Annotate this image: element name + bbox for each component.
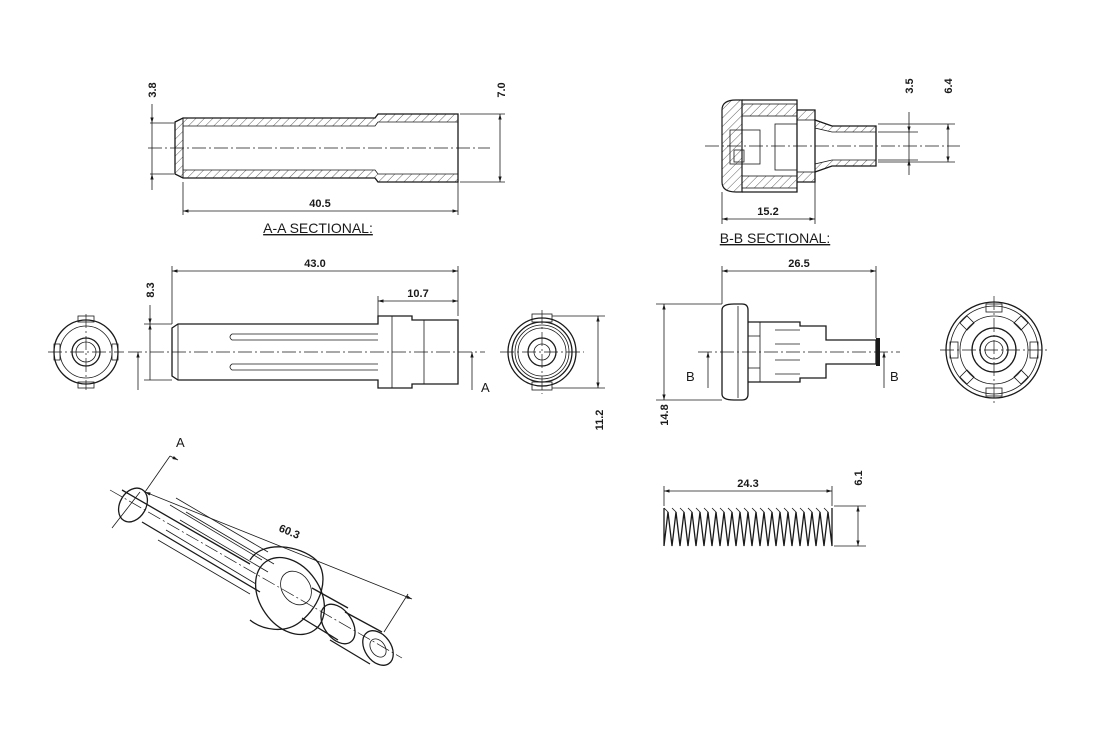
plunger-end-view bbox=[940, 296, 1050, 404]
section-b-view: 3.5 6.4 15.2 B-B SECTIONAL: bbox=[705, 77, 960, 246]
cut-label-b-right: B bbox=[890, 369, 899, 384]
dim-side-offset: 8.3 bbox=[145, 282, 157, 297]
spring-view: 24.3 6.1 bbox=[663, 470, 866, 547]
isometric-assembly: A 60.3 bbox=[109, 435, 413, 666]
dim-a-length: 40.5 bbox=[309, 198, 330, 210]
dim-plunger-flange: 14.8 bbox=[659, 404, 671, 425]
cut-label-a: A bbox=[481, 380, 490, 395]
dim-side-collar: 10.7 bbox=[407, 288, 428, 300]
cut-label-a-iso: A bbox=[176, 435, 185, 450]
section-b-caption: B-B SECTIONAL: bbox=[720, 230, 830, 246]
section-a-caption: A-A SECTIONAL: bbox=[263, 220, 373, 236]
dim-b-length: 15.2 bbox=[757, 206, 778, 218]
dim-spring-length: 24.3 bbox=[737, 478, 758, 490]
housing-side-view: A 43.0 10.7 8.3 bbox=[128, 258, 490, 395]
plunger-side-view: B B 26.5 14.8 bbox=[656, 258, 900, 426]
dim-iso-length: 60.3 bbox=[277, 523, 301, 542]
dim-b-inner-dia: 3.5 bbox=[904, 78, 916, 93]
dim-a-outer-dia: 7.0 bbox=[496, 82, 508, 97]
housing-end-view-right: 11.2 bbox=[500, 310, 606, 430]
cut-label-b-left: B bbox=[686, 369, 695, 384]
dim-a-inner-dia: 3.8 bbox=[147, 82, 159, 97]
dim-end-view-dia: 11.2 bbox=[594, 410, 606, 431]
dim-b-outer-dia: 6.4 bbox=[943, 77, 955, 93]
dim-side-length: 43.0 bbox=[304, 258, 325, 270]
housing-end-view-left bbox=[48, 314, 124, 390]
section-a-view: 3.8 7.0 40.5 A-A SECTIONAL: bbox=[147, 82, 508, 236]
dim-spring-dia: 6.1 bbox=[853, 470, 865, 485]
dim-plunger-length: 26.5 bbox=[788, 258, 809, 270]
